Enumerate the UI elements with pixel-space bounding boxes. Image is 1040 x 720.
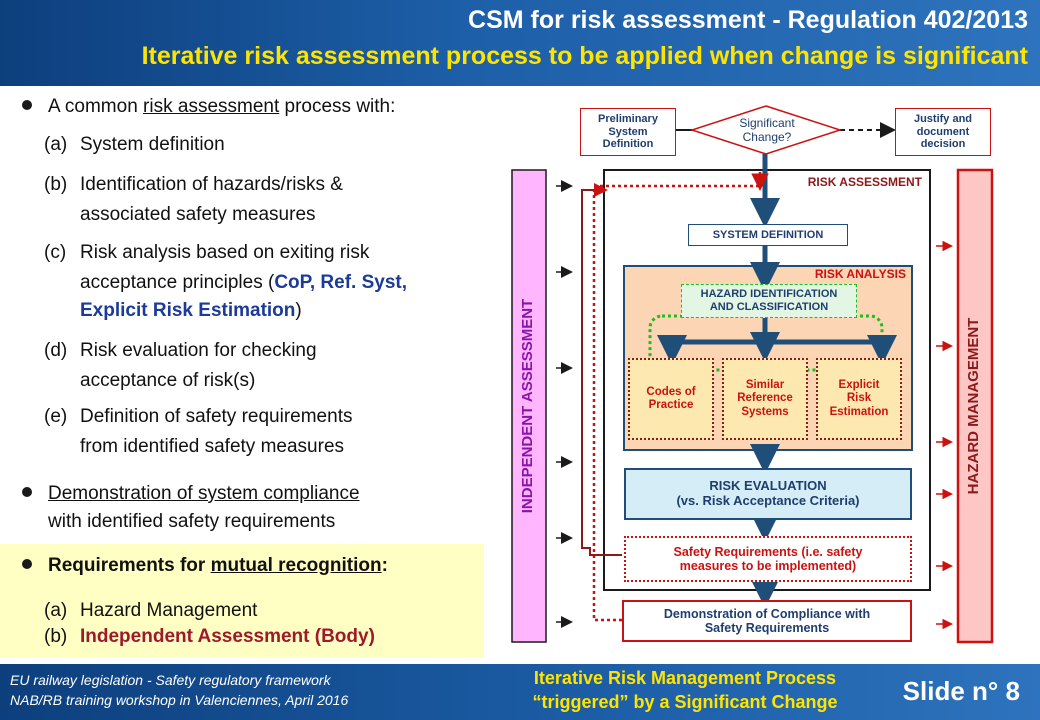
footer-center-line2: “triggered” by a Significant Change	[532, 692, 838, 712]
bullet-dot	[22, 558, 32, 569]
bullet-dot	[22, 486, 32, 497]
item-d: (d) Risk evaluation for checking accepta…	[44, 340, 317, 391]
item-a: (a) System definition	[44, 134, 225, 155]
bullet-mutual-recognition: Requirements for mutual recognition:	[22, 553, 388, 579]
mutual-recognition-box	[0, 544, 484, 658]
risk-evaluation-box: RISK EVALUATION(vs. Risk Acceptance Crit…	[624, 468, 912, 520]
mutual-item-a: (a) Hazard Management	[44, 600, 258, 621]
system-definition-box: SYSTEM DEFINITION	[688, 224, 848, 246]
slide-title: CSM for risk assessment - Regulation 402…	[468, 6, 1028, 34]
item-e: (e) Definition of safety requirements fr…	[44, 406, 353, 457]
slide-header: CSM for risk assessment - Regulation 402…	[0, 0, 1040, 86]
independent-assessment-box	[511, 169, 547, 643]
risk-analysis-label: RISK ANALYSIS	[814, 267, 906, 282]
risk-assessment-label: RISK ASSESSMENT	[807, 175, 922, 190]
slide-subtitle: Iterative risk assessment process to be …	[141, 42, 1028, 70]
item-c: (c) Risk analysis based on exiting risk …	[44, 242, 408, 321]
bullet-dot	[22, 99, 32, 110]
item-b: (b) Identification of hazards/risks & as…	[44, 174, 343, 225]
footer-line2: NAB/RB training workshop in Valenciennes…	[10, 692, 349, 708]
bullet-common-process: A common risk assessment process with:	[22, 94, 395, 120]
risk-assessment-term: risk assessment	[143, 96, 280, 117]
hazard-management-box	[956, 168, 994, 644]
bullet-demonstration: Demonstration of system compliance	[22, 481, 360, 507]
slide-number: Slide n° 8	[902, 676, 1020, 706]
footer-center-line1: Iterative Risk Management Process	[533, 668, 837, 688]
slide-footer: EU railway legislation - Safety regulato…	[0, 664, 1040, 720]
hazard-management-label: HAZARD MANAGEMENT	[965, 317, 982, 495]
mutual-item-b: (b) Independent Assessment (Body)	[44, 626, 375, 647]
significant-change-diamond	[689, 105, 843, 155]
footer-line1: EU railway legislation - Safety regulato…	[10, 672, 331, 688]
independent-assessment-label: INDEPENDENT ASSESSMENT	[519, 298, 536, 514]
bullet-demonstration-line2: with identified safety requirements	[48, 511, 336, 532]
